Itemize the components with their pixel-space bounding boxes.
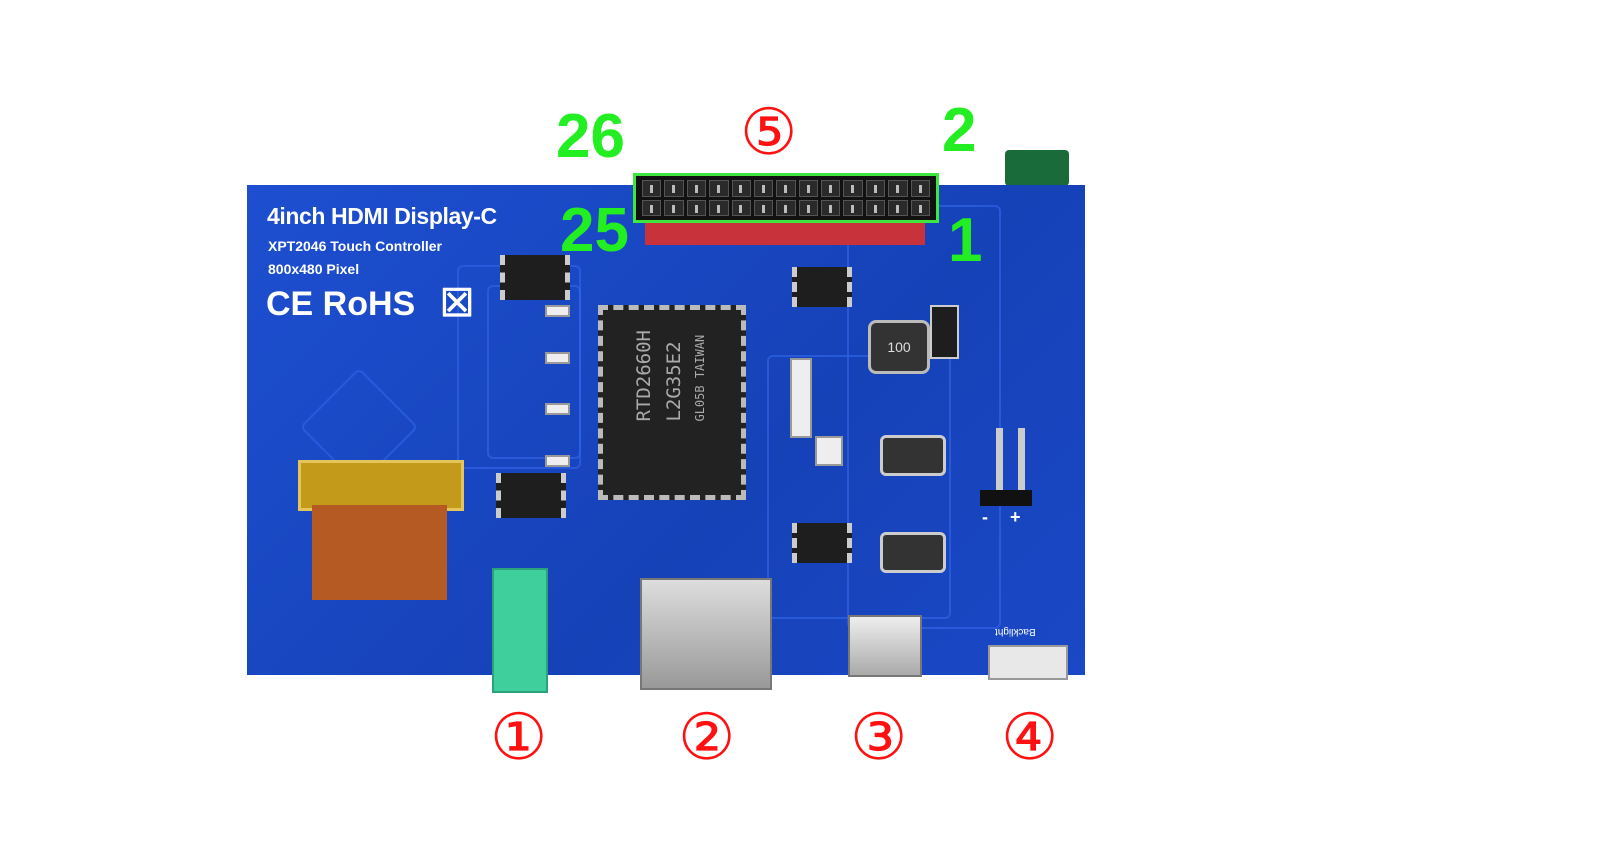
ic-regulator — [792, 267, 852, 307]
smd-component — [545, 455, 570, 467]
header-pin — [821, 199, 841, 216]
header-pin — [664, 199, 684, 216]
plus-label: + — [1010, 507, 1021, 527]
resolution-label: 800x480 Pixel — [268, 261, 360, 277]
header-pin — [865, 199, 886, 216]
smd-component — [545, 305, 570, 317]
header-base — [645, 223, 925, 245]
ic-touch — [500, 255, 570, 300]
header-pin — [888, 180, 908, 197]
power-pin — [996, 428, 1003, 493]
inductor-c2 — [880, 532, 946, 573]
fpc-connector — [298, 460, 464, 511]
inductor-c1 — [880, 435, 946, 476]
callout-4: ④ — [1001, 701, 1059, 773]
header-pin — [776, 180, 796, 197]
pin-base — [980, 490, 1032, 506]
pin-label-1: 1 — [948, 206, 983, 275]
header-pin — [865, 180, 886, 197]
header-pin — [776, 199, 796, 216]
header-pin — [731, 180, 751, 197]
pin-label-26: 26 — [556, 102, 625, 171]
diode — [930, 305, 959, 359]
header-pin — [642, 199, 662, 216]
crystal — [815, 436, 843, 466]
chip-text-3: GL05B TAIWAN — [693, 334, 707, 422]
header-pin — [753, 180, 774, 197]
header-pin — [821, 180, 841, 197]
callout-2: ② — [678, 701, 736, 773]
inductor: 100 — [868, 320, 930, 374]
header-pin — [664, 180, 684, 197]
header-pin — [910, 180, 930, 197]
chip-text-2: L2G35E2 — [663, 341, 685, 422]
header-pin — [798, 199, 819, 216]
header-pin — [753, 199, 774, 216]
main-chip: RTD2660H L2G35E2 GL05B TAIWAN — [598, 305, 746, 500]
smd-component — [545, 352, 570, 364]
weee-bin-icon: ☒ — [440, 283, 475, 325]
flex-cable — [312, 505, 447, 600]
header-pin — [843, 180, 863, 197]
smd-component — [545, 403, 570, 415]
header-pin — [843, 199, 863, 216]
board-title: 4inch HDMI Display-C — [267, 203, 497, 229]
header-pin — [642, 180, 662, 197]
micro-usb-port[interactable] — [848, 615, 922, 677]
touch-controller-label: XPT2046 Touch Controller — [268, 238, 442, 254]
backlight-switch[interactable] — [988, 645, 1068, 680]
pin-label-25: 25 — [560, 196, 629, 265]
header-pin — [686, 180, 707, 197]
smd-array — [790, 358, 812, 438]
header-pin — [910, 199, 930, 216]
header-pin — [731, 199, 751, 216]
header-pin — [686, 199, 707, 216]
header-pin — [798, 180, 819, 197]
certification-marks: CE RoHS — [266, 285, 416, 323]
callout-5: ⑤ — [740, 96, 798, 168]
chip-text-1: RTD2660H — [633, 330, 655, 422]
minus-label: - — [982, 507, 988, 527]
backlight-label: Backlight — [995, 626, 1036, 637]
ic-small — [496, 473, 566, 518]
header-pin — [709, 199, 729, 216]
callout-1: ① — [490, 701, 548, 773]
gpio-header — [633, 173, 939, 223]
callout-3: ③ — [850, 701, 908, 773]
ic-regulator-2 — [792, 523, 852, 563]
hdmi-port[interactable] — [640, 578, 772, 690]
header-pin — [888, 199, 908, 216]
header-pin — [709, 180, 729, 197]
power-pin — [1018, 428, 1025, 493]
audio-jack[interactable] — [492, 568, 548, 693]
pin-label-2: 2 — [942, 96, 977, 165]
green-tab — [1005, 150, 1069, 186]
